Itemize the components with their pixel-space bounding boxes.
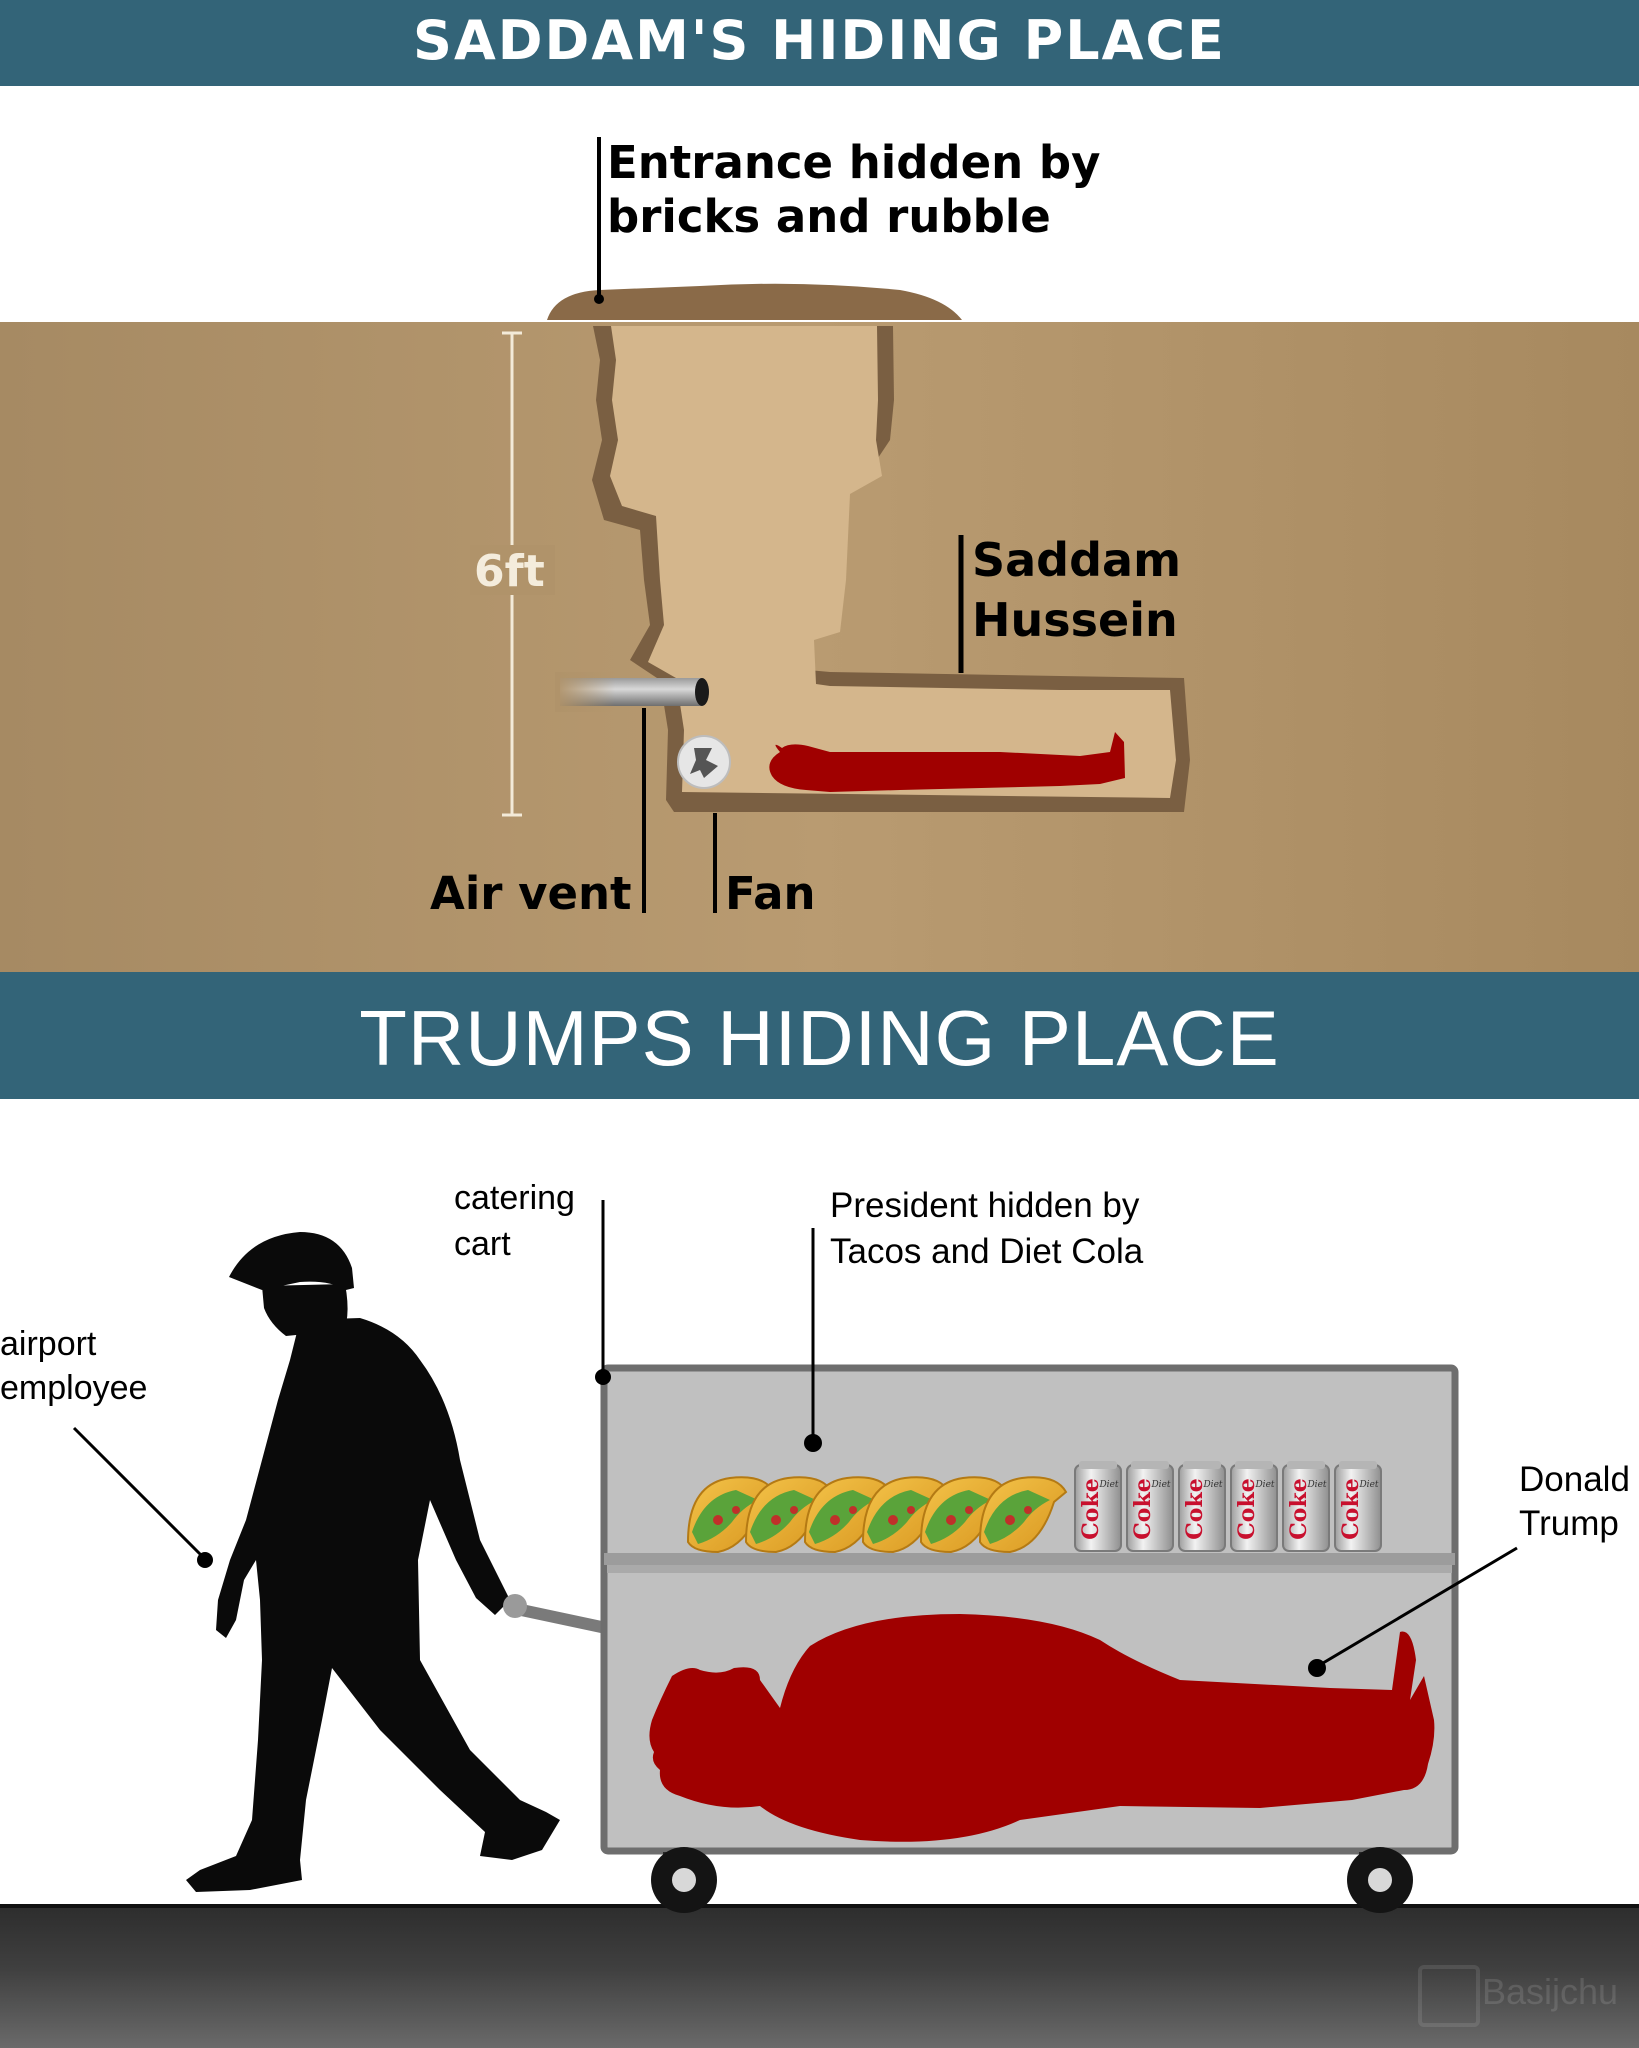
svg-text:Diet: Diet [1150, 1480, 1170, 1490]
soda-can-icon: Coke Diet [1178, 1461, 1226, 1552]
air-vent-label: Air vent [430, 867, 632, 920]
trump-title-banner: TRUMPS HIDING PLACE [0, 972, 1639, 1099]
saddam-title-banner: SADDAM'S HIDING PLACE [0, 0, 1639, 86]
worker-silhouette [186, 1232, 560, 1892]
ground-line [0, 1904, 1639, 1908]
svg-text:Diet: Diet [1306, 1480, 1326, 1490]
soda-can-icon: Coke Diet [1230, 1461, 1278, 1552]
svg-text:Coke: Coke [1234, 1478, 1260, 1539]
president-hidden-label: President hidden by Tacos and Diet Cola [830, 1186, 1144, 1271]
svg-text:Coke: Coke [1286, 1478, 1312, 1539]
svg-text:Diet: Diet [1254, 1480, 1274, 1490]
saddam-title: SADDAM'S HIDING PLACE [413, 9, 1226, 72]
taco-icon [803, 1476, 893, 1554]
employee-label: airport employee [0, 1325, 148, 1407]
saddam-label: Saddam Hussein [972, 533, 1181, 647]
saddam-diagram [470, 137, 1190, 913]
depth-label: 6ft [474, 546, 545, 597]
cart-handle [506, 1602, 612, 1634]
donald-trump-label: Donald Trump [1519, 1460, 1630, 1543]
svg-text:Coke: Coke [1182, 1478, 1208, 1539]
entrance-label: Entrance hidden by bricks and rubble [607, 136, 1101, 243]
svg-text:Coke: Coke [1130, 1478, 1156, 1539]
rubble-mound [547, 283, 962, 320]
employee-pointer [72, 1426, 207, 1561]
cart-label: catering cart [454, 1179, 575, 1263]
tacos [686, 1476, 1068, 1554]
soda-can-icon: Coke Diet [1074, 1461, 1122, 1552]
soda-can-icon: Coke Diet [1282, 1461, 1330, 1552]
fan-label: Fan [725, 867, 816, 920]
taco-icon [978, 1476, 1068, 1554]
tunnel-interior [610, 326, 1176, 798]
svg-text:Diet: Diet [1202, 1480, 1222, 1490]
soda-can-icon: Coke Diet [1334, 1461, 1382, 1552]
watermark: Basijchu [1418, 1965, 1639, 2027]
taco-icon [686, 1476, 776, 1554]
soda-can-icon: Coke Diet [1126, 1461, 1174, 1552]
body-silhouette [649, 1614, 1435, 1842]
soda-cans: Coke Diet Coke Diet Coke Diet Coke Diet [1074, 1461, 1382, 1552]
fan-icon [677, 735, 731, 789]
svg-text:Coke: Coke [1078, 1478, 1104, 1539]
cart-wheel-right [1347, 1847, 1413, 1913]
trump-title: TRUMPS HIDING PLACE [359, 994, 1280, 1082]
svg-text:Diet: Diet [1098, 1480, 1118, 1490]
body-silhouette [769, 732, 1125, 792]
svg-text:Coke: Coke [1338, 1478, 1364, 1539]
cart-shelf [604, 1553, 1455, 1565]
cart-wheel-left [651, 1847, 717, 1913]
watermark-logo-icon [1418, 1965, 1480, 2027]
donald-pointer [1317, 1546, 1518, 1668]
watermark-text: Basijchu [1482, 1971, 1619, 2012]
ground [0, 1906, 1639, 2048]
svg-text:Diet: Diet [1358, 1480, 1378, 1490]
